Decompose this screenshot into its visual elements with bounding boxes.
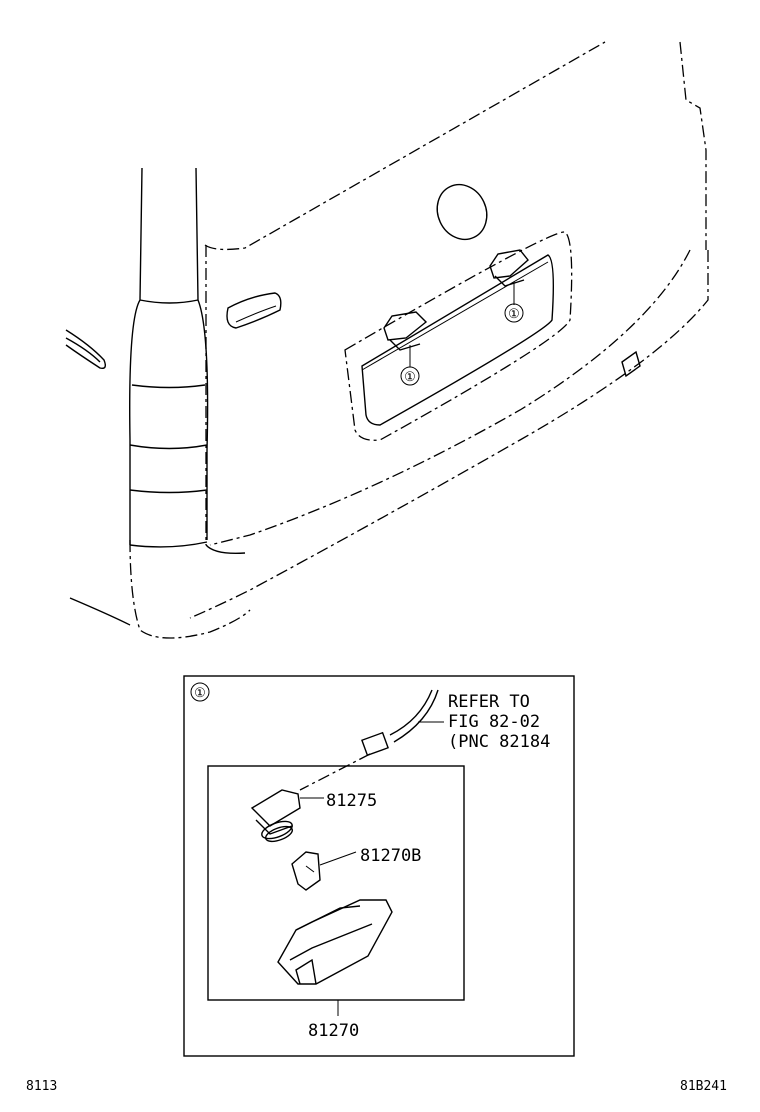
footer-left-code: 8113: [26, 1079, 57, 1094]
part-label-socket: 81275: [326, 791, 377, 811]
vehicle-callout-2-label: ①: [508, 307, 520, 322]
vehicle-rear-view: ① ①: [65, 41, 709, 639]
part-label-bulb: 81270B: [360, 846, 421, 866]
detail-callout-label: ①: [194, 686, 206, 701]
footer-right-code: 81B241: [680, 1079, 727, 1094]
part-label-lamp-assembly: 81270: [308, 1021, 359, 1041]
detail-box: ①: [183, 675, 575, 1057]
vehicle-callout-1-label: ①: [404, 370, 416, 385]
refer-note-line-2: FIG 82-02: [448, 712, 540, 732]
refer-note-line-3: (PNC 82184: [448, 732, 550, 752]
refer-note-line-1: REFER TO: [448, 692, 530, 712]
